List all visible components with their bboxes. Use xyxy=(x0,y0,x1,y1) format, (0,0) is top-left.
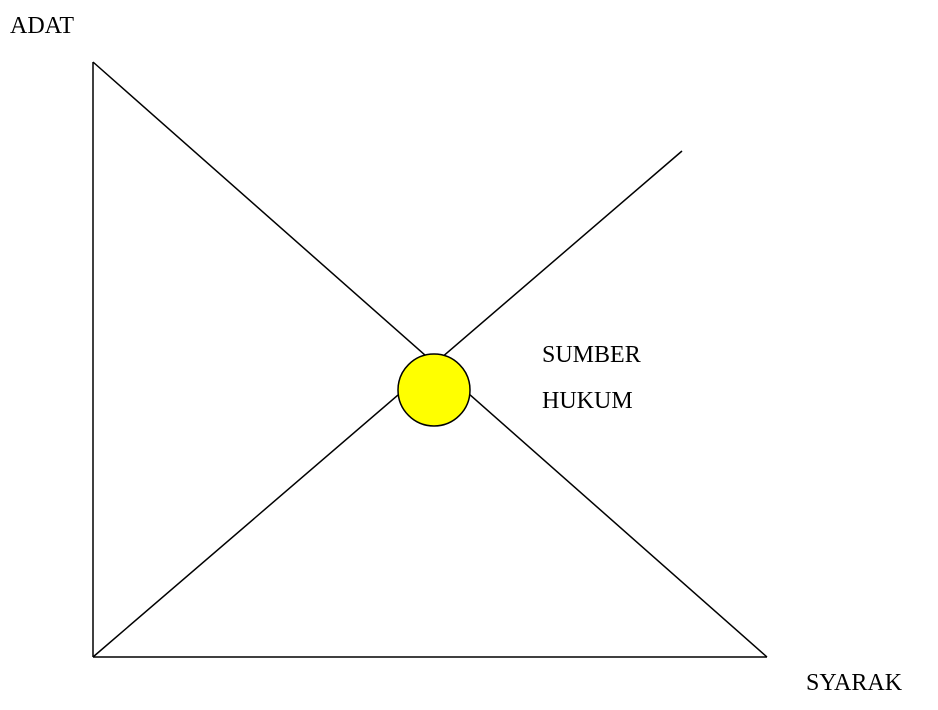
label-sumber: SUMBER xyxy=(542,342,641,368)
label-hukum: HUKUM xyxy=(542,388,633,414)
center-circle xyxy=(397,353,471,427)
label-adat: ADAT xyxy=(10,13,74,39)
diagonal-origin-to-upper-right xyxy=(92,150,683,658)
label-syarak: SYARAK xyxy=(806,670,903,696)
